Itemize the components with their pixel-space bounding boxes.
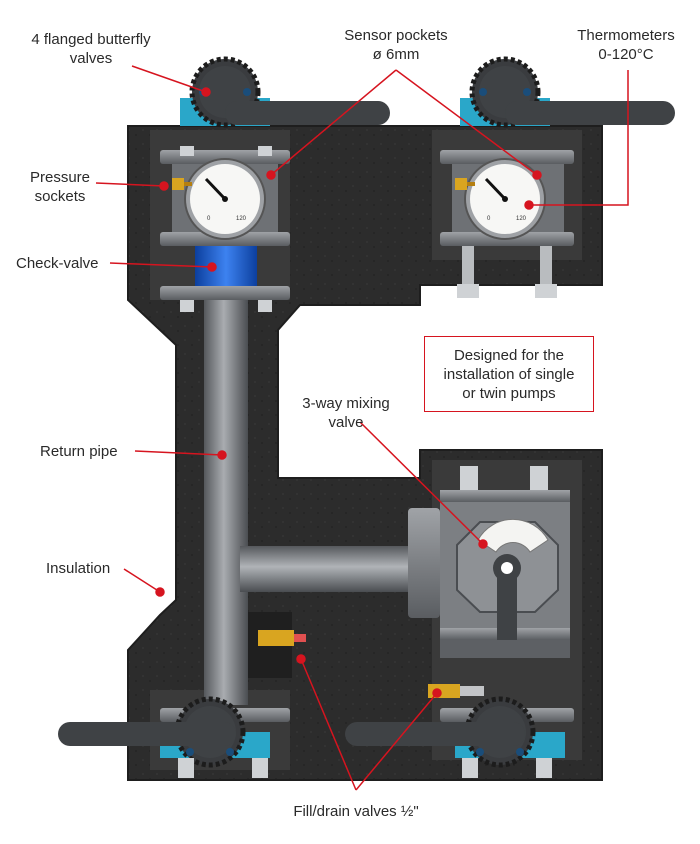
gauge-right: 0 120 [464,158,546,240]
bottom-right-assembly [345,696,574,778]
label-fill-drain-valves: Fill/drain valves ½" [293,803,419,820]
leader-return-pipe [134,450,223,456]
label-check-valve: Check-valve [16,255,99,272]
leader-mixing-valve [359,421,484,545]
label-butterfly-valves: 4 flanged butterfly valves [31,31,151,67]
leader-fill-right [355,692,438,791]
label-sensor-pockets: Sensor pockets ø 6mm [344,27,448,63]
return-pipe [204,300,248,705]
leader-insulation [123,568,161,593]
leader-thermometer-dot [524,200,534,210]
leader-pressure [95,182,165,187]
pressure-socket-right [455,178,475,190]
pressure-socket-left [172,178,192,190]
bottom-left-assembly [58,696,290,778]
label-thermometers: Thermometers 0-120°C [577,27,675,63]
leader-butterfly-dot [201,87,211,97]
gauge-right-max: 120 [516,216,527,222]
leader-mixing-valve-dot [478,539,488,549]
label-pressure-sockets: Pressure sockets [29,169,91,205]
leader-check-valve [109,262,213,268]
leader-sensor-left-dot [266,170,276,180]
callout-text: Designed for the installation of single … [443,346,575,402]
gauge-right-min: 0 [487,216,491,222]
leader-fill-left [300,658,357,791]
leader-insulation-dot [155,587,165,597]
leader-fill-right-dot [432,688,442,698]
pump-installation-callout: Designed for the installation of single … [424,336,594,412]
leader-butterfly [131,65,207,93]
gauge-left-min: 0 [207,216,211,222]
leader-sensor-right-dot [532,170,542,180]
mixing-valve [408,466,570,658]
leader-check-valve-dot [207,262,217,272]
gauge-left-max: 120 [236,216,247,222]
label-return-pipe: Return pipe [40,443,118,460]
butterfly-valve-top-right [460,56,675,128]
bypass-pipe [240,546,415,592]
label-mixing-valve: 3-way mixing valve [302,395,390,431]
leader-thermometer [529,70,629,206]
leader-sensor-right [395,69,538,176]
leader-pressure-dot [159,181,169,191]
leader-lines [95,65,629,791]
leader-fill-left-dot [296,654,306,664]
label-insulation: Insulation [46,560,111,577]
leader-sensor-left [270,69,397,176]
butterfly-valve-top-left [180,56,390,128]
gauge-left: 0 120 [184,158,266,240]
leader-return-pipe-dot [217,450,227,460]
fill-drain-valve-left [258,630,306,646]
